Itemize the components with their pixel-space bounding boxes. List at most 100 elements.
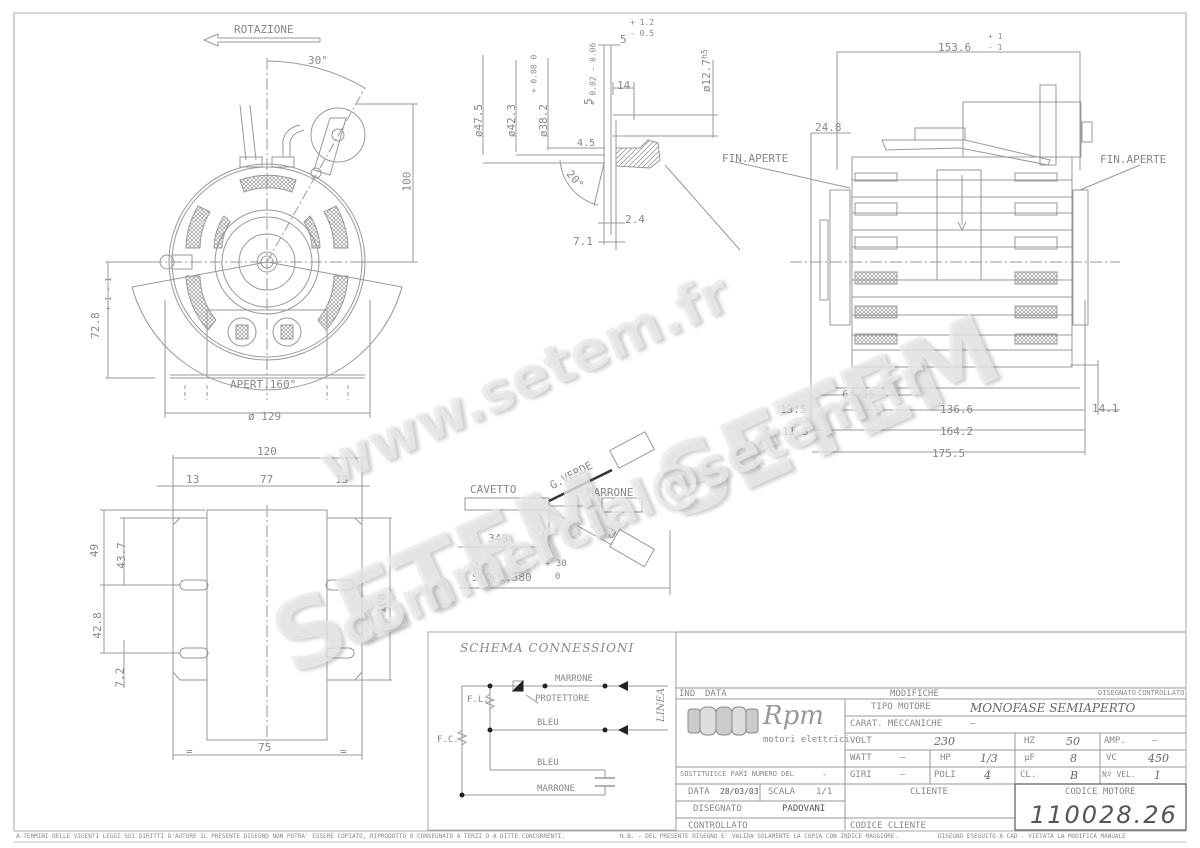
footer-cad: DISEGNO ESEGUITO A CAD - VIETATA LA MODI…: [938, 833, 1126, 840]
schema-protettore: PROTETTORE: [535, 694, 590, 704]
dim-75-label: 75: [258, 741, 272, 754]
dim-2-4-label: 2.4: [625, 213, 645, 226]
tb-ind-header: IND: [679, 689, 696, 699]
hp-value: 1/3: [980, 752, 998, 765]
dim-136-6-label: 136.6: [940, 403, 974, 416]
uf-label: µF: [1024, 753, 1035, 763]
rpm-logo-graphic: [687, 706, 759, 736]
dim-42-8-label: 42.8: [90, 612, 104, 639]
giri-label: GIRI: [850, 770, 872, 780]
footer-note: N.B. - DEL PRESENTE DISEGNO E' VALIDA SO…: [620, 833, 899, 840]
dim-77-label: 77: [260, 473, 274, 486]
schema-fl: F.L.: [467, 695, 489, 705]
dim-153-6-tol-minus: - 1: [988, 43, 1003, 52]
hz-value: 50: [1066, 735, 1080, 748]
dim-12-7-label: ø12.7: [700, 58, 714, 93]
scala-value: 1/1: [816, 787, 833, 797]
schema-marrone-top: MARRONE: [555, 674, 593, 684]
volt-value: 230: [934, 735, 955, 748]
dim-42-3-label: ø42.3: [505, 103, 519, 138]
dim-43-7-label: 43.7: [114, 542, 128, 569]
tipo-motore-value: MONOFASE SEMIAPERTO: [970, 701, 1136, 715]
tipo-motore-label: TIPO MOTORE: [871, 702, 931, 712]
dim-64-15-label: 64.15: [842, 388, 876, 401]
dim-38-2-label: ø38.2: [537, 103, 551, 138]
dim-164-2-label: 164.2: [940, 425, 974, 438]
uf-value: 8: [1070, 752, 1077, 765]
dim-5-mid-tolerance: + 0.02 - 0.06: [588, 42, 598, 106]
dim-72-8-tolerance: + 1 - 1: [103, 277, 113, 311]
dim-100-label: 100: [400, 171, 414, 192]
tb-data-header: DATA: [705, 689, 727, 699]
watt-value: —: [900, 753, 906, 763]
rotation-label: ROTAZIONE: [234, 23, 294, 36]
watt-label: WATT: [850, 753, 872, 763]
dim-340-label: 340: [488, 532, 508, 545]
dim-100-bottom-label: 100: [375, 593, 389, 614]
dim-5-top-tol-minus: - 0.5: [630, 29, 655, 38]
schema-bleu-mid: BLEU: [537, 718, 559, 728]
cliente-label: CLIENTE: [910, 787, 948, 797]
dim-24-8-label: 24.8: [815, 121, 842, 134]
hz-label: HZ: [1024, 736, 1035, 746]
tb-modifiche-header: MODIFICHE: [890, 689, 939, 699]
sostituisce-value: -: [822, 770, 828, 780]
sporg-label: SPORG.380: [472, 571, 532, 584]
front-view: [105, 33, 418, 418]
tb-controllato-header: CONTROLLATO: [1138, 689, 1185, 697]
sporg-tol-plus: + 30: [545, 559, 567, 569]
dim-13-right-label: 13: [335, 473, 349, 486]
dim-38-2-tolerance: + 0.08 0: [529, 54, 539, 94]
sostituisce-label: SOSTITUISCE PARI NUMERO DEL: [680, 770, 794, 778]
tb-disegnato-header: DISEGNATO: [1098, 689, 1136, 697]
dim-175-5-label: 175.5: [932, 447, 966, 460]
codice-cliente-label: CODICE CLIENTE: [850, 821, 926, 831]
fin-aperte-left-label: FIN.APERTE: [722, 152, 789, 165]
poli-value: 4: [984, 769, 991, 782]
dim-5-top-label: 5: [620, 33, 627, 46]
fin-aperte-right-label: FIN.APERTE: [1100, 153, 1167, 166]
dim-72-8-label: 72.8: [88, 312, 102, 339]
eq-left-label: =: [186, 745, 193, 758]
schema-fc: F.C.: [437, 735, 459, 745]
dim-13-5-label: 13.5: [780, 403, 807, 416]
schema-bleu-low: BLEU: [537, 758, 559, 768]
dim-7-1-label: 7.1: [573, 235, 593, 248]
disegnato-label: DISEGNATO: [693, 804, 742, 814]
cl-value: B: [1070, 769, 1079, 782]
dim-120-label: 120: [257, 445, 277, 458]
codice-motore-value: 110028.26: [1030, 801, 1178, 829]
amp-value: —: [1152, 736, 1158, 746]
dim-4-5-label: 4.5: [577, 138, 596, 149]
side-view: [734, 51, 1141, 455]
aperture-label: APERT.160°: [230, 378, 297, 391]
dim-153-6-label: 153.6: [938, 41, 972, 54]
dim-47-5-label: ø47.5: [472, 103, 486, 138]
nvel-label: Nº VEL.: [1102, 770, 1136, 779]
dim-12-7-fit: h5: [699, 49, 709, 59]
amp-label: AMP.: [1104, 736, 1126, 746]
poli-label: POLI: [934, 770, 956, 780]
dim-14-1-label: 14.1: [1092, 402, 1119, 415]
dim-14-label: 14: [617, 79, 631, 92]
cable-detail: [458, 431, 671, 595]
data-label: DATA: [688, 787, 710, 797]
schema-linea: LINEA: [655, 688, 667, 722]
dim-11-3-label: 11.3: [782, 425, 809, 438]
data-value: 28/03/03: [720, 787, 759, 796]
angle-30-label: 30°: [308, 54, 328, 67]
carat-meccaniche-value: —: [970, 719, 976, 729]
carat-meccaniche-label: CARAT. MECCANICHE: [850, 719, 943, 729]
dim-13-left-label: 13: [186, 473, 200, 486]
disegnato-value: PADOVANI: [782, 804, 826, 814]
eq-right-label: =: [340, 745, 347, 758]
giri-value: —: [900, 770, 906, 780]
dim-153-6-tol-plus: + 1: [988, 32, 1003, 41]
bottom-view: [100, 455, 392, 760]
scala-label: SCALA: [768, 787, 796, 797]
shaft-detail: [482, 44, 741, 251]
schema-box: [427, 631, 1186, 831]
sporg-tol-minus: 0: [555, 572, 561, 582]
